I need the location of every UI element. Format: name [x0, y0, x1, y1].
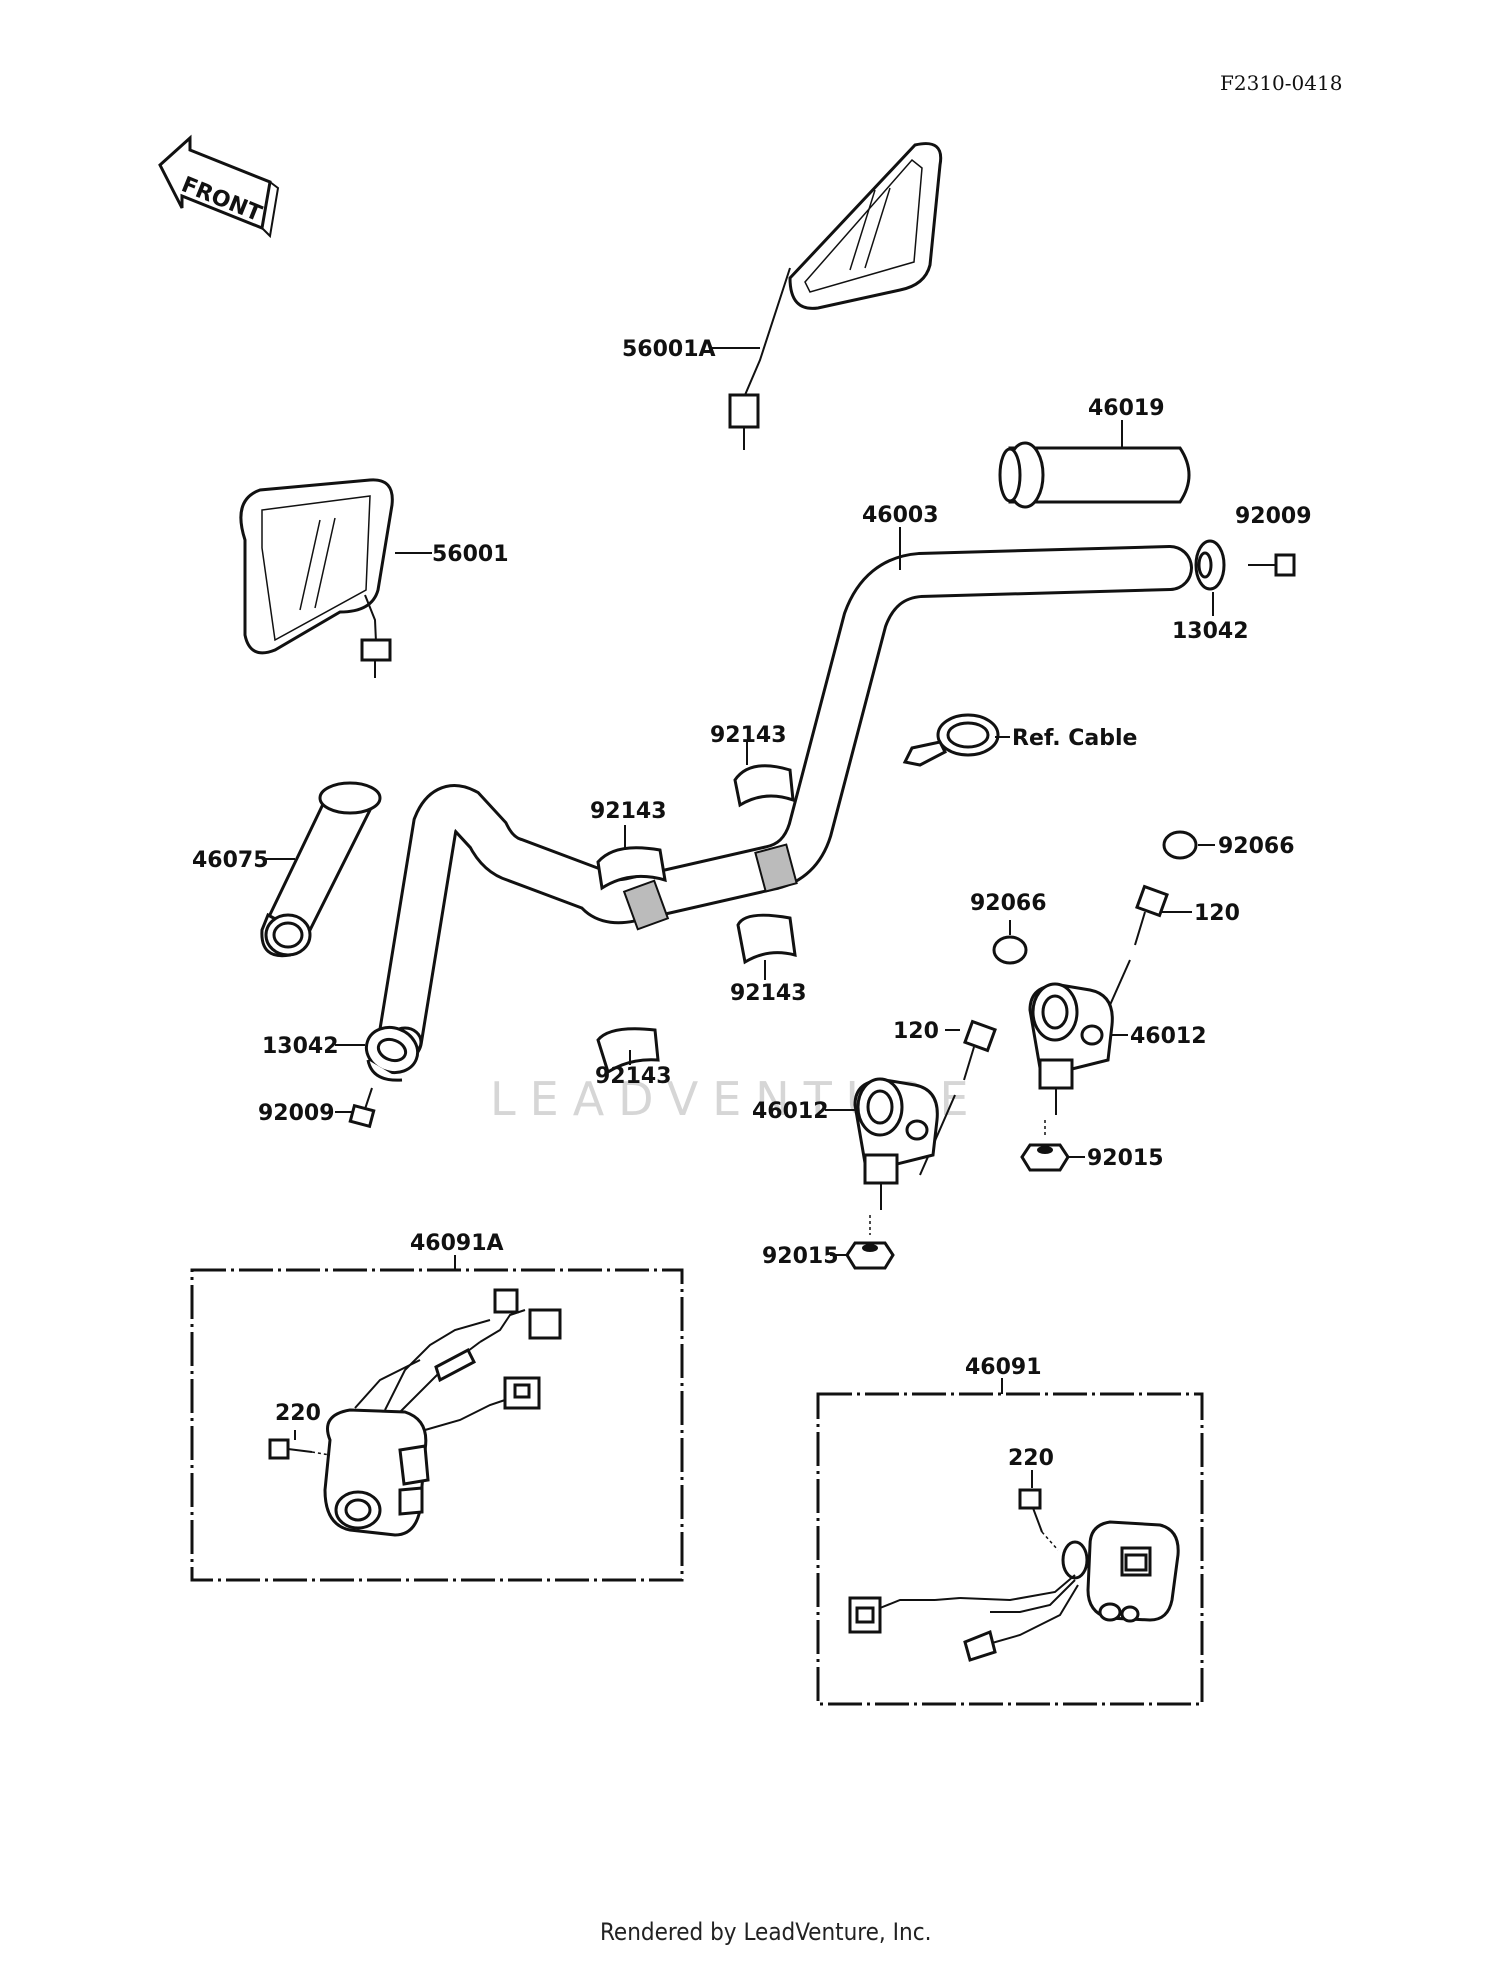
label-46019: 46019 — [1088, 396, 1165, 421]
cap-center — [992, 935, 1028, 965]
handlebar-holder-right — [1028, 982, 1114, 1115]
label-92015-right: 92015 — [1087, 1146, 1164, 1171]
label-92143-lower-right: 92143 — [730, 981, 807, 1006]
clamp-half-lower-right — [736, 913, 797, 965]
left-switch-screw — [268, 1438, 331, 1460]
holder-nut-left — [845, 1215, 895, 1270]
label-46075: 46075 — [192, 848, 269, 873]
handlebar-holder-left — [853, 1077, 939, 1210]
label-220-right: 220 — [1008, 1446, 1054, 1471]
holder-bolt-left — [963, 1019, 997, 1081]
switch-box-left — [190, 1268, 684, 1582]
diagram-code: F2310-0418 — [1220, 71, 1342, 95]
handlebar — [377, 545, 1193, 1063]
clamp-half-lower-left — [596, 1027, 660, 1075]
label-92009-left: 92009 — [258, 1101, 335, 1126]
front-arrow-icon: FRONT — [158, 134, 280, 239]
label-46091: 46091 — [965, 1355, 1042, 1380]
clamp-half-upper-right — [733, 764, 795, 808]
label-92015-left: 92015 — [762, 1244, 839, 1269]
right-mirror — [728, 142, 943, 450]
clamp-half-upper-left — [596, 846, 667, 891]
cap-right — [1162, 830, 1198, 860]
label-46091A: 46091A — [410, 1231, 504, 1256]
label-92143-lower-left: 92143 — [595, 1064, 672, 1089]
label-92143-upper-left: 92143 — [590, 799, 667, 824]
label-46003: 46003 — [862, 503, 939, 528]
bar-end-bolt-left — [348, 1087, 376, 1129]
label-92009-right: 92009 — [1235, 504, 1312, 529]
left-switch-housing — [323, 1288, 562, 1537]
label-220-left: 220 — [275, 1401, 321, 1426]
label-56001: 56001 — [432, 542, 509, 567]
bar-end-weight-left — [364, 1025, 420, 1082]
bar-end-bolt-right — [1248, 553, 1296, 577]
throttle-grip — [998, 441, 1191, 509]
left-mirror — [239, 478, 394, 678]
right-switch-housing — [848, 1520, 1180, 1662]
label-120-left: 120 — [893, 1019, 939, 1044]
label-92066-right: 92066 — [1218, 834, 1295, 859]
label-92066-center: 92066 — [970, 891, 1047, 916]
label-13042-right: 13042 — [1172, 619, 1249, 644]
holder-nut-right — [1020, 1120, 1070, 1172]
label-13042-left: 13042 — [262, 1034, 339, 1059]
label-92143-upper-right: 92143 — [710, 723, 787, 748]
cable-clamp — [902, 713, 1000, 767]
label-56001A: 56001A — [622, 337, 716, 362]
switch-box-right — [816, 1392, 1204, 1706]
label-ref-cable: Ref. Cable — [1012, 726, 1137, 751]
right-switch-screw — [1018, 1488, 1059, 1551]
label-120-right: 120 — [1194, 901, 1240, 926]
left-grip — [260, 781, 382, 958]
holder-bolt-right — [1134, 884, 1169, 946]
footer-credit: Rendered by LeadVenture, Inc. — [600, 1918, 931, 1946]
bar-end-weight-right — [1194, 539, 1226, 591]
label-46012-right: 46012 — [1130, 1024, 1207, 1049]
label-46012-left: 46012 — [752, 1099, 829, 1124]
